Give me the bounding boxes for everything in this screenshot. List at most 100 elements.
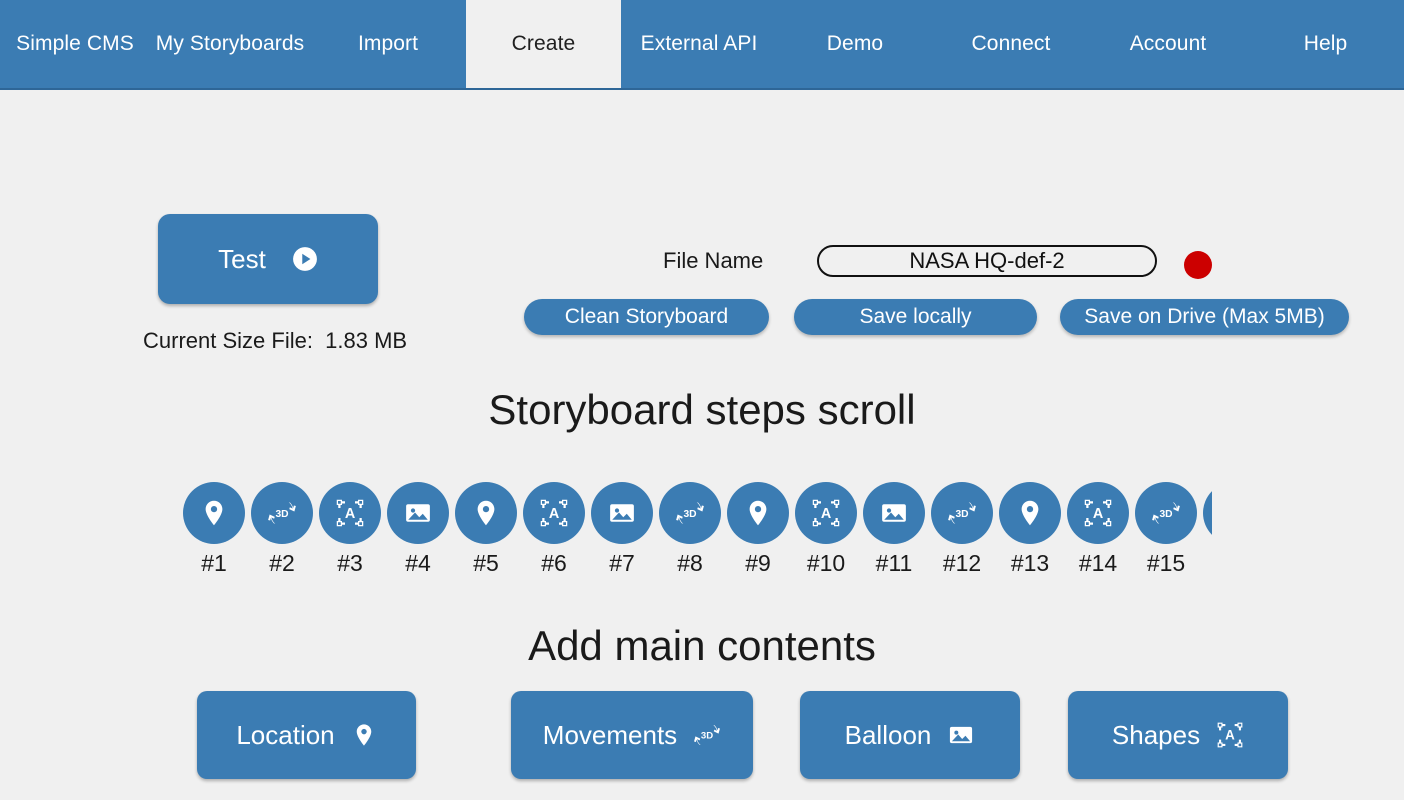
storyboard-step[interactable]: #4 <box>384 482 452 577</box>
top-navigation-bar: Simple CMS My Storyboards Import Create … <box>0 0 1404 90</box>
file-name-label: File Name <box>663 248 764 273</box>
storyboard-step-label: #9 <box>745 550 771 576</box>
storyboard-step[interactable]: #7 <box>588 482 656 577</box>
svg-text:A: A <box>1093 506 1103 522</box>
nav-item-simple-cms[interactable]: Simple CMS <box>0 0 150 88</box>
storyboard-step[interactable]: A #3 <box>316 482 384 577</box>
storyboard-step[interactable]: #11 <box>860 482 928 577</box>
svg-text:A: A <box>345 506 355 522</box>
svg-text:A: A <box>821 506 831 522</box>
storyboard-step-label: #13 <box>1010 550 1050 576</box>
add-movements-button[interactable]: Movements 3D <box>511 691 753 779</box>
nav-item-demo[interactable]: Demo <box>777 0 933 88</box>
storyboard-step-label: #4 <box>405 550 431 576</box>
storyboard-step-label: #5 <box>473 550 499 576</box>
test-button-label: Test <box>218 243 266 274</box>
nav-item-create[interactable]: Create <box>466 0 621 88</box>
image-icon <box>591 482 653 544</box>
shapes-text-frame-icon: A <box>1067 482 1129 544</box>
storyboard-step[interactable]: 3D #12 <box>928 482 996 577</box>
location-pin-icon <box>727 482 789 544</box>
clean-storyboard-button[interactable]: Clean Storyboard <box>524 299 769 335</box>
rotate-3d-icon: 3D <box>1135 482 1197 544</box>
nav-item-external-api[interactable]: External API <box>621 0 777 88</box>
storyboard-step-label: #10 <box>806 550 846 576</box>
rotate-3d-icon: 3D <box>251 482 313 544</box>
nav-item-label: Account <box>1129 32 1207 55</box>
content-button-label: Location <box>236 719 335 750</box>
image-icon <box>1203 482 1212 544</box>
nav-item-help[interactable]: Help <box>1247 0 1404 88</box>
storyboard-step-label: #3 <box>337 550 363 576</box>
save-on-drive-button[interactable]: Save on Drive (Max 5MB) <box>1060 299 1349 335</box>
nav-item-label: Import <box>357 32 419 55</box>
storyboard-step[interactable]: 3D#8 <box>656 482 724 577</box>
record-dot-icon <box>1184 251 1212 279</box>
shapes-text-frame-icon: A <box>795 482 857 544</box>
rotate-3d-icon: 3D <box>931 482 993 544</box>
add-balloon-button[interactable]: Balloon <box>800 691 1020 779</box>
content-button-label: Balloon <box>844 719 932 750</box>
location-pin-icon <box>455 482 517 544</box>
content-button-label: Shapes <box>1111 719 1201 750</box>
location-pin-icon <box>999 482 1061 544</box>
storyboard-step[interactable]: #1 <box>180 482 248 577</box>
storyboard-step[interactable]: #9 <box>724 482 792 577</box>
location-pin-icon <box>351 722 377 748</box>
nav-item-label: Demo <box>826 32 884 55</box>
storyboard-steps-heading: Storyboard steps scroll <box>488 386 916 433</box>
nav-item-label: My Storyboards <box>155 32 305 55</box>
current-size-file-text: Current Size File: 1.83 MB <box>143 328 408 353</box>
svg-text:3D: 3D <box>701 731 713 742</box>
nav-item-label: Help <box>1303 32 1348 55</box>
nav-item-import[interactable]: Import <box>310 0 466 88</box>
nav-item-account[interactable]: Account <box>1089 0 1247 88</box>
storyboard-step[interactable]: A #10 <box>792 482 860 577</box>
nav-item-label: Connect <box>971 32 1051 55</box>
svg-text:3D: 3D <box>955 509 968 520</box>
image-icon <box>387 482 449 544</box>
svg-text:A: A <box>1225 728 1235 743</box>
shapes-text-frame-icon: A <box>319 482 381 544</box>
rotate-3d-icon: 3D <box>659 482 721 544</box>
storyboard-step-label: #11 <box>875 550 913 576</box>
shapes-text-frame-icon: A <box>523 482 585 544</box>
storyboard-step[interactable]: 3D#15 <box>1132 482 1200 577</box>
test-button[interactable]: Test <box>158 214 378 304</box>
storyboard-step-label: #12 <box>942 550 982 576</box>
image-icon <box>947 721 975 749</box>
storyboard-steps-scroller[interactable]: #1 3D #2 A #3 #4 #5 A #6 #7 3D#8 #9 A #10 #11 3D #12 #13 A… <box>180 482 1212 587</box>
content-button-label: Movements <box>542 719 678 750</box>
storyboard-step[interactable]: #5 <box>452 482 520 577</box>
svg-text:3D: 3D <box>683 509 696 520</box>
location-pin-icon <box>183 482 245 544</box>
nav-item-label: External API <box>640 32 758 55</box>
add-location-button[interactable]: Location <box>197 691 416 779</box>
nav-item-label: Simple CMS <box>16 32 134 55</box>
storyboard-step[interactable]: A #6 <box>520 482 588 577</box>
svg-text:A: A <box>549 506 559 522</box>
storyboard-steps-track: #1 3D #2 A #3 #4 #5 A #6 #7 3D#8 #9 A #10 #11 3D #12 #13 A… <box>180 482 1212 577</box>
storyboard-step[interactable]: #16 <box>1200 482 1212 577</box>
storyboard-step[interactable]: #13 <box>996 482 1064 577</box>
add-shapes-button[interactable]: Shapes A <box>1068 691 1288 779</box>
add-main-contents-heading: Add main contents <box>528 622 876 669</box>
rotate-3d-icon: 3D <box>693 721 721 749</box>
nav-item-label: Create <box>511 32 576 55</box>
svg-text:3D: 3D <box>1159 509 1172 520</box>
shapes-text-frame-icon: A <box>1216 721 1244 749</box>
nav-item-my-storyboards[interactable]: My Storyboards <box>150 0 310 88</box>
storyboard-step[interactable]: A #14 <box>1064 482 1132 577</box>
svg-text:3D: 3D <box>275 509 288 520</box>
save-locally-button[interactable]: Save locally <box>794 299 1037 335</box>
storyboard-step-label: #6 <box>541 550 567 576</box>
play-circle-icon <box>292 246 318 272</box>
storyboard-step-label: #1 <box>201 550 227 576</box>
storyboard-step-label: #14 <box>1078 550 1118 576</box>
storyboard-step[interactable]: 3D #2 <box>248 482 316 577</box>
storyboard-step-label: #7 <box>609 550 635 576</box>
file-name-input[interactable] <box>817 245 1157 277</box>
nav-item-connect[interactable]: Connect <box>933 0 1089 88</box>
storyboard-step-label: #2 <box>269 550 295 576</box>
create-page-stage: Test Current Size File: 1.83 MB File Nam… <box>0 90 1404 800</box>
